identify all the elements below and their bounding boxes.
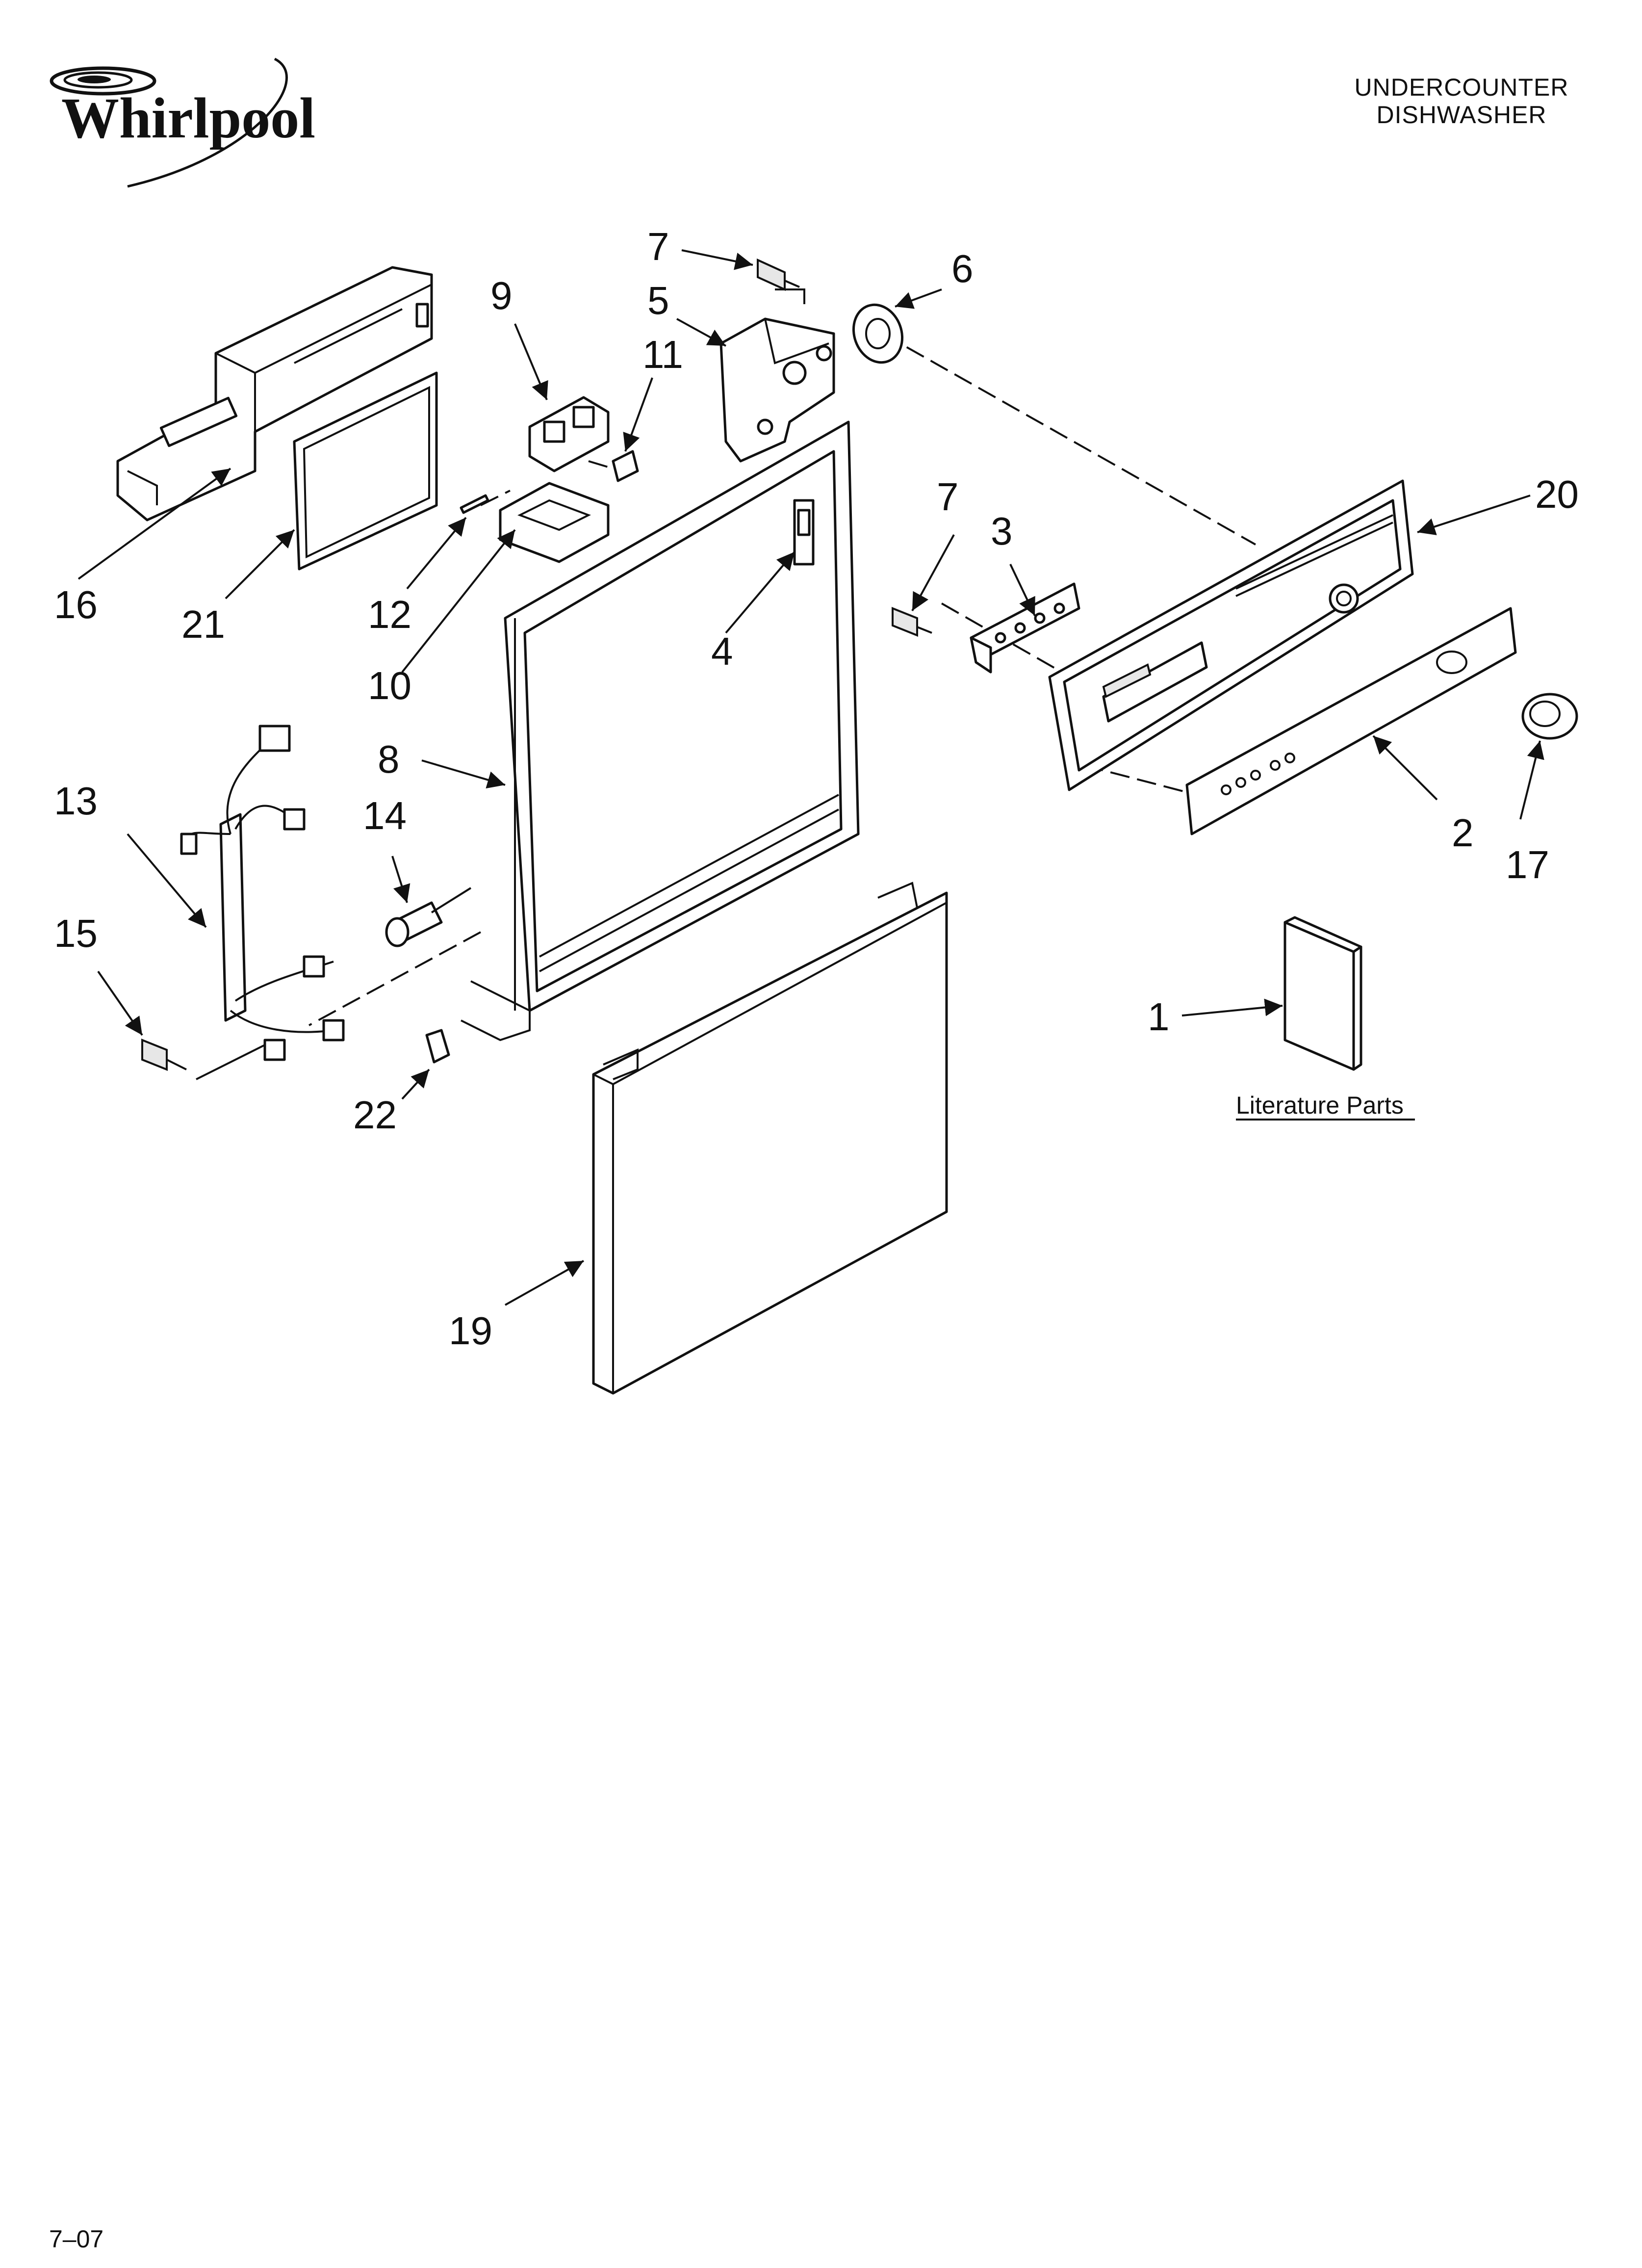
callout-7-mid: 7 [937,475,959,519]
strip-part-12 [460,494,489,514]
control-panel-part-20 [1048,479,1414,791]
callout-2: 2 [1452,811,1474,855]
callout-22: 22 [353,1093,397,1137]
callout-19: 19 [449,1309,492,1353]
latch-assembly-part-5 [719,317,835,463]
callout-7-top: 7 [647,225,669,268]
header-title: UNDERCOUNTER DISHWASHER [1349,74,1574,129]
clip-part-11 [612,450,639,482]
thermistor-part-14 [385,887,472,947]
header-line-2: DISHWASHER [1376,101,1547,129]
callout-1: 1 [1148,995,1170,1039]
callout-9: 9 [490,274,513,317]
overlay-panel-part-2 [1185,607,1517,835]
literature-booklet-part-1 [1283,916,1362,1071]
control-housing-part-16 [116,266,433,521]
bracket-part-9 [528,396,610,472]
callout-6: 6 [951,247,974,290]
whirlpool-logo: Whirlpool [50,57,315,188]
callout-labels: 7 6 9 5 11 7 20 3 16 21 12 4 10 8 13 14 … [54,225,1579,1353]
callout-20: 20 [1535,472,1579,516]
literature-parts-text: Literature Parts [1236,1092,1404,1119]
latch-knob-part-6 [852,303,904,364]
callout-4: 4 [711,629,733,673]
knob-part-17 [1521,693,1578,740]
screw-part-15 [141,1039,187,1071]
callout-16: 16 [54,583,98,626]
callout-5: 5 [647,279,669,322]
logo-wordmark: Whirlpool [61,86,315,150]
leader-arrows [77,249,1544,1306]
callout-14: 14 [363,794,407,837]
callout-8: 8 [378,737,400,781]
door-panel-part-19 [592,882,948,1395]
wire-harness-part-13 [180,725,345,1061]
switch-block-part-3 [970,582,1080,674]
callout-21: 21 [181,602,225,646]
door-frame-part-8 [461,420,860,1042]
literature-parts-label: Literature Parts [1236,1092,1415,1121]
screw-part-7-mid [892,607,932,637]
clip-part-22 [425,1029,450,1064]
callout-10: 10 [368,664,411,707]
callout-17: 17 [1506,843,1549,886]
footer-code: 7–07 [49,2225,104,2253]
screw-part-7-top [757,258,800,291]
bracket-housing-part-10 [499,482,610,563]
insulation-sheet-part-21 [293,371,438,571]
callout-13: 13 [54,779,98,823]
header-line-1: UNDERCOUNTER [1354,74,1569,101]
callout-12: 12 [368,593,411,636]
callout-3: 3 [991,509,1013,553]
callout-15: 15 [54,912,98,955]
callout-11: 11 [642,333,683,376]
